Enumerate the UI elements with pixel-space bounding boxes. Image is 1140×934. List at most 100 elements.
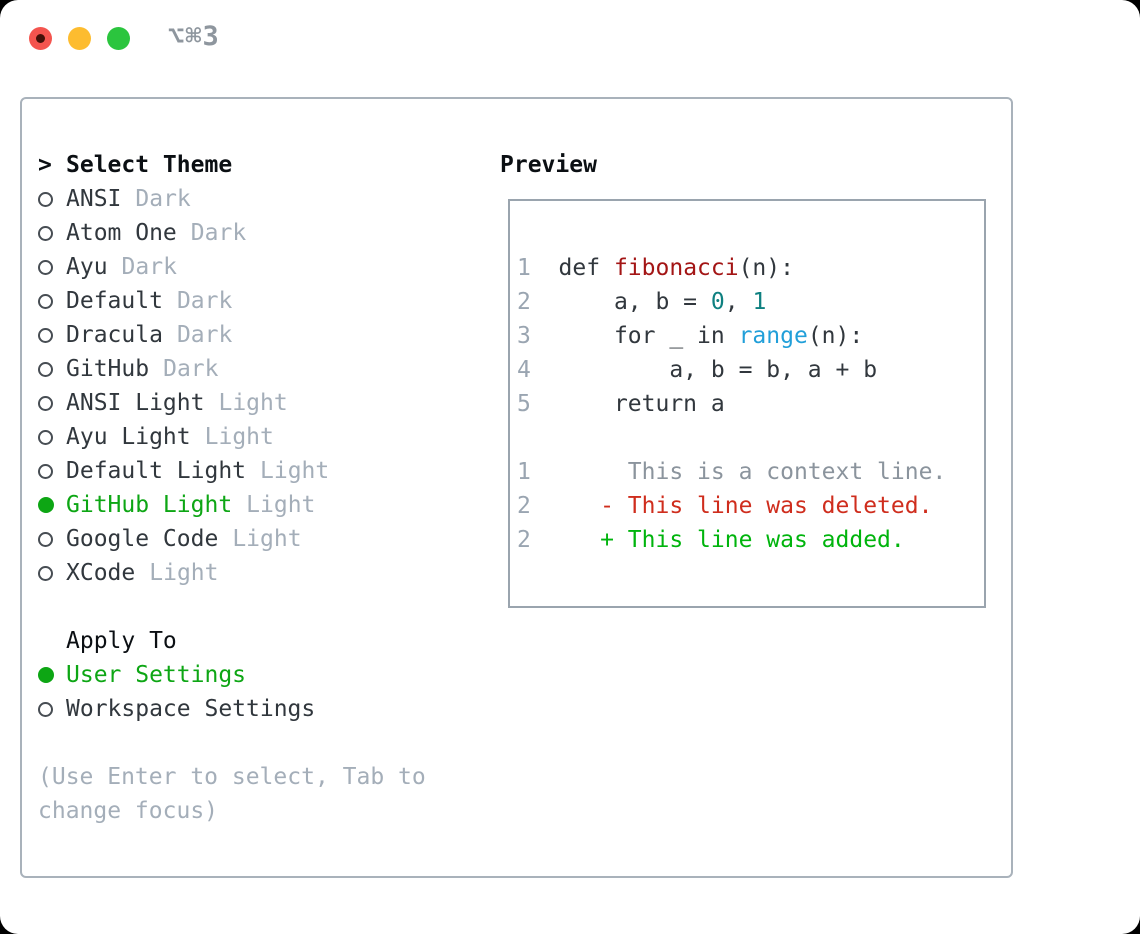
code-segment-builtin: range xyxy=(738,323,808,349)
apply-option-label: Workspace Settings xyxy=(66,696,316,722)
zoom-button[interactable] xyxy=(107,27,130,50)
code-segment-number: 1 xyxy=(752,289,767,315)
line-number: 3 xyxy=(517,323,531,349)
theme-option-default[interactable]: Default Dark xyxy=(38,284,448,318)
apply-option-workspace-settings[interactable]: Workspace Settings xyxy=(38,692,448,726)
code-segment-code: (n): xyxy=(807,323,864,349)
theme-variant-label: Light xyxy=(260,458,330,484)
code-segment-context: This is a context line. xyxy=(530,459,947,485)
code-segment-code: a, b = xyxy=(530,289,711,315)
radio-icon xyxy=(38,454,66,488)
code-line: 2 - This line was deleted. xyxy=(517,489,946,523)
radio-icon xyxy=(38,556,66,590)
code-segment-code: , xyxy=(724,289,753,315)
select-theme-title: > Select Theme xyxy=(38,148,448,182)
line-number: 2 xyxy=(517,289,531,315)
theme-option-label: Ayu Light xyxy=(66,424,191,450)
radio-icon xyxy=(38,522,66,556)
theme-option-ayu-light[interactable]: Ayu Light Light xyxy=(38,420,448,454)
prompt-caret-icon: > xyxy=(38,152,52,178)
apply-option-user-settings[interactable]: User Settings xyxy=(38,658,448,692)
theme-option-ansi[interactable]: ANSI Dark xyxy=(38,182,448,216)
code-segment-code: a, b = b, a + b xyxy=(530,357,878,383)
theme-variant-label: Light xyxy=(149,560,219,586)
theme-option-label: ANSI xyxy=(66,186,122,212)
line-number: 2 xyxy=(517,527,531,553)
code-segment-code xyxy=(531,493,600,519)
code-line: 1 def fibonacci(n): xyxy=(517,251,946,285)
theme-option-github-light[interactable]: GitHub Light Light xyxy=(38,488,448,522)
code-line: 5 return a xyxy=(517,387,946,421)
radio-icon xyxy=(38,352,66,386)
radio-icon xyxy=(38,386,66,420)
theme-option-label: GitHub xyxy=(66,356,150,382)
code-segment-number: 0 xyxy=(710,289,725,315)
code-line: 2 a, b = 0, 1 xyxy=(517,285,946,319)
preview-title: Preview xyxy=(500,152,597,178)
theme-option-label: Default Light xyxy=(66,458,247,484)
radio-icon xyxy=(38,216,66,250)
code-segment-deleted: - This line was deleted. xyxy=(600,493,933,519)
theme-option-dracula[interactable]: Dracula Dark xyxy=(38,318,448,352)
theme-variant-label: Light xyxy=(204,424,274,450)
line-number: 5 xyxy=(517,391,531,417)
radio-icon xyxy=(38,692,66,726)
theme-option-label: XCode xyxy=(66,560,136,586)
theme-option-default-light[interactable]: Default Light Light xyxy=(38,454,448,488)
theme-option-ansi-light[interactable]: ANSI Light Light xyxy=(38,386,448,420)
theme-option-label: ANSI Light xyxy=(66,390,205,416)
theme-variant-label: Light xyxy=(232,526,302,552)
theme-variant-label: Dark xyxy=(121,254,177,280)
apply-to-title-label: Apply To xyxy=(66,628,177,654)
code-line: 1 This is a context line. xyxy=(517,455,946,489)
code-segment-code: return a xyxy=(530,391,725,417)
theme-variant-label: Light xyxy=(218,390,288,416)
radio-icon xyxy=(38,420,66,454)
code-segment-code: def xyxy=(530,255,614,281)
theme-option-xcode[interactable]: XCode Light xyxy=(38,556,448,590)
code-line xyxy=(517,421,946,455)
theme-variant-label: Dark xyxy=(176,322,233,348)
theme-option-label: GitHub Light xyxy=(66,492,233,518)
minimize-button[interactable] xyxy=(68,27,91,50)
radio-icon xyxy=(38,182,66,216)
radio-icon xyxy=(38,284,66,318)
theme-option-label: Default xyxy=(66,288,163,314)
radio-icon xyxy=(38,318,66,352)
code-segment-code xyxy=(531,527,600,553)
spacer xyxy=(38,726,448,760)
select-theme-title-label: Select Theme xyxy=(66,152,233,178)
window-shortcut-label: ⌥⌘3 xyxy=(168,21,220,52)
theme-variant-label: Dark xyxy=(176,288,233,314)
theme-variant-label: Dark xyxy=(135,186,191,212)
code-segment-code: (n): xyxy=(738,255,794,281)
theme-option-label: Dracula xyxy=(66,322,163,348)
code-line: 4 a, b = b, a + b xyxy=(517,353,946,387)
code-line: 3 for _ in range(n): xyxy=(517,319,946,353)
line-number: 2 xyxy=(517,493,531,519)
theme-variant-label: Dark xyxy=(190,220,247,246)
window-controls xyxy=(29,27,130,50)
apply-option-label: User Settings xyxy=(66,662,247,688)
close-button[interactable] xyxy=(29,27,52,50)
code-segment-code: for _ in xyxy=(530,323,739,349)
line-number: 1 xyxy=(517,255,531,281)
spacer xyxy=(38,590,448,624)
radio-icon xyxy=(38,250,66,284)
theme-variant-label: Light xyxy=(246,492,316,518)
code-line: 2 + This line was added. xyxy=(517,523,946,557)
radio-selected-icon xyxy=(38,488,66,522)
code-segment-added: + This line was added. xyxy=(600,527,905,553)
line-number: 1 xyxy=(517,459,531,485)
